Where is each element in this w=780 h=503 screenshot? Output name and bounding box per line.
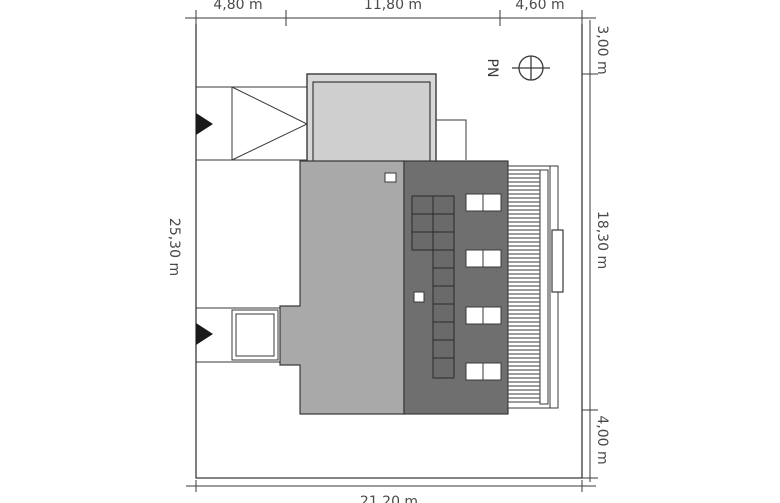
dim-right-3: 4,00 m <box>594 415 610 464</box>
dormer-windows <box>465 193 502 381</box>
solar-panels <box>411 195 455 379</box>
dim-top-2: 11,80 m <box>364 0 422 13</box>
roof-window-east <box>413 291 425 303</box>
bottom-dimension-line <box>186 480 596 492</box>
main-roof-west <box>279 160 405 415</box>
dim-right-2: 18,30 m <box>594 211 610 269</box>
dim-right-1: 3,00 m <box>594 25 610 74</box>
dim-top-1: 4,80 m <box>213 0 262 13</box>
roof-window-west <box>384 172 397 183</box>
plot-boundary <box>195 24 583 479</box>
north-arrow-icon <box>512 55 550 81</box>
entrance-arrow-top-icon <box>196 113 213 135</box>
right-dimension-line <box>582 20 598 482</box>
top-dimension-line <box>185 10 596 26</box>
driveway-top <box>196 86 309 161</box>
dim-left: 25,30 m <box>166 218 182 276</box>
terrace-pergola <box>507 165 551 409</box>
driveway-bottom <box>196 307 280 363</box>
dim-top-3: 4,60 m <box>515 0 564 13</box>
annex <box>436 119 467 160</box>
garage-roof <box>306 73 437 165</box>
entrance-arrow-bottom-icon <box>196 323 213 345</box>
north-label: PN <box>484 59 500 78</box>
dim-bottom: 21,20 m <box>360 494 418 503</box>
terrace-step <box>551 229 564 293</box>
